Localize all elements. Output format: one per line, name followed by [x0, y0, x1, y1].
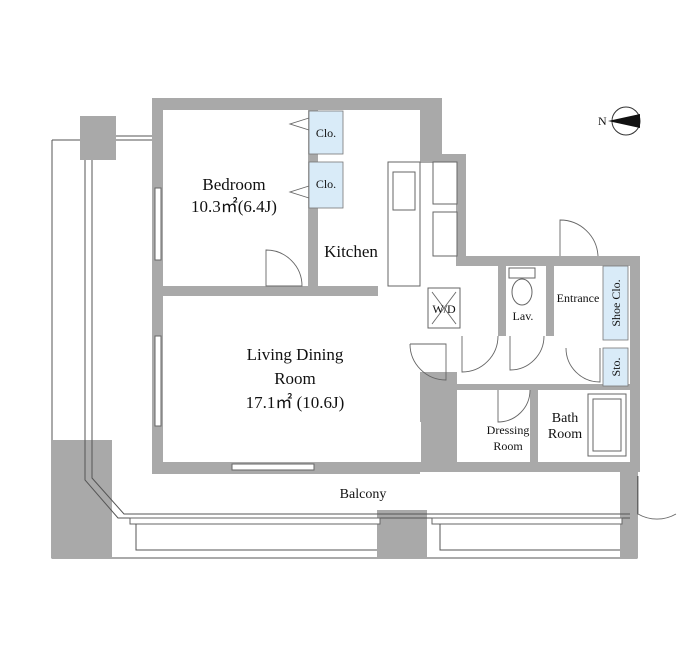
closet-door — [288, 117, 310, 131]
windows — [154, 187, 315, 471]
storage-closet-label: Sto. — [609, 357, 623, 376]
shoe-closet-label: Shoe Clo. — [609, 279, 623, 326]
dressing-label-line2: Room — [493, 439, 523, 453]
toilet — [508, 267, 536, 306]
bedroom-label: Bedroom — [202, 175, 265, 194]
living-label-line2: Room — [274, 369, 316, 388]
compass-label: N — [598, 114, 607, 128]
bath-label-line2: Room — [548, 427, 582, 442]
closet-bottom — [308, 161, 344, 209]
compass: N — [598, 106, 641, 136]
closet-door — [288, 185, 310, 199]
shoe-closet — [602, 265, 629, 341]
bathtub — [587, 393, 627, 457]
balcony-area — [51, 116, 638, 559]
walls — [152, 98, 640, 474]
bath-label-line1: Bath — [552, 411, 578, 426]
closet-top — [308, 110, 344, 155]
doors — [265, 219, 677, 520]
dressing-label-line1: Dressing — [487, 423, 530, 437]
living-label-line1: Living Dining — [247, 345, 344, 364]
closet-top-label: Clo. — [316, 126, 336, 140]
washer-dryer — [427, 287, 461, 329]
storage-unit — [432, 211, 458, 257]
entrance-label: Entrance — [557, 291, 600, 305]
wd-label: W/D — [432, 302, 456, 316]
storage-unit — [432, 161, 458, 205]
storage-closet — [602, 347, 629, 387]
balcony-label: Balcony — [340, 487, 387, 502]
bedroom-area: 10.3㎡(6.4J) — [191, 197, 277, 216]
lav-label: Lav. — [513, 309, 534, 323]
kitchen-label: Kitchen — [324, 242, 378, 261]
kitchen-counter — [387, 161, 421, 287]
living-area: 17.1㎡ (10.6J) — [246, 393, 345, 412]
closet-bottom-label: Clo. — [316, 177, 336, 191]
